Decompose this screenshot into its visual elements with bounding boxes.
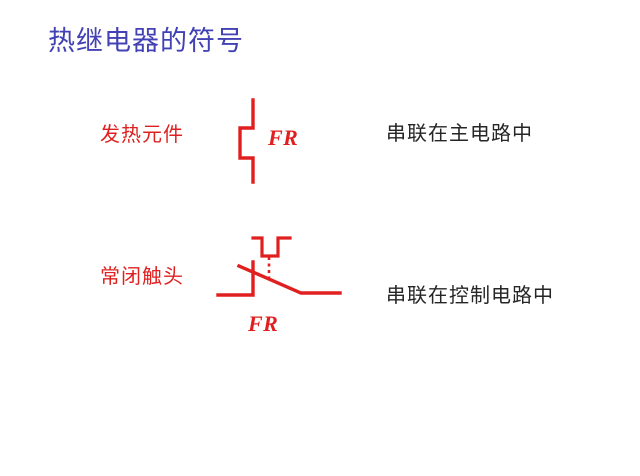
normally-closed-contact-symbol [216, 236, 342, 297]
contact-left-lead-and-post [216, 260, 255, 297]
designator-fr-normally-closed-contact: FR [248, 311, 279, 336]
heating-element-zigzag-path [238, 98, 255, 184]
designator-fr-heating-element: FR [268, 125, 299, 150]
thermal-actuator-bracket [251, 236, 292, 258]
page-title: 热继电器的符号 [48, 26, 244, 56]
contact-blade-and-right-lead [236, 263, 342, 295]
row-description-heating-element: 串联在主电路中 [386, 123, 533, 145]
row-label-normally-closed-contact: 常闭触头 [100, 266, 184, 288]
row-label-heating-element: 发热元件 [100, 124, 184, 146]
thermal-heating-element-symbol [238, 98, 255, 184]
row-description-normally-closed-contact: 串联在控制电路中 [386, 285, 554, 307]
